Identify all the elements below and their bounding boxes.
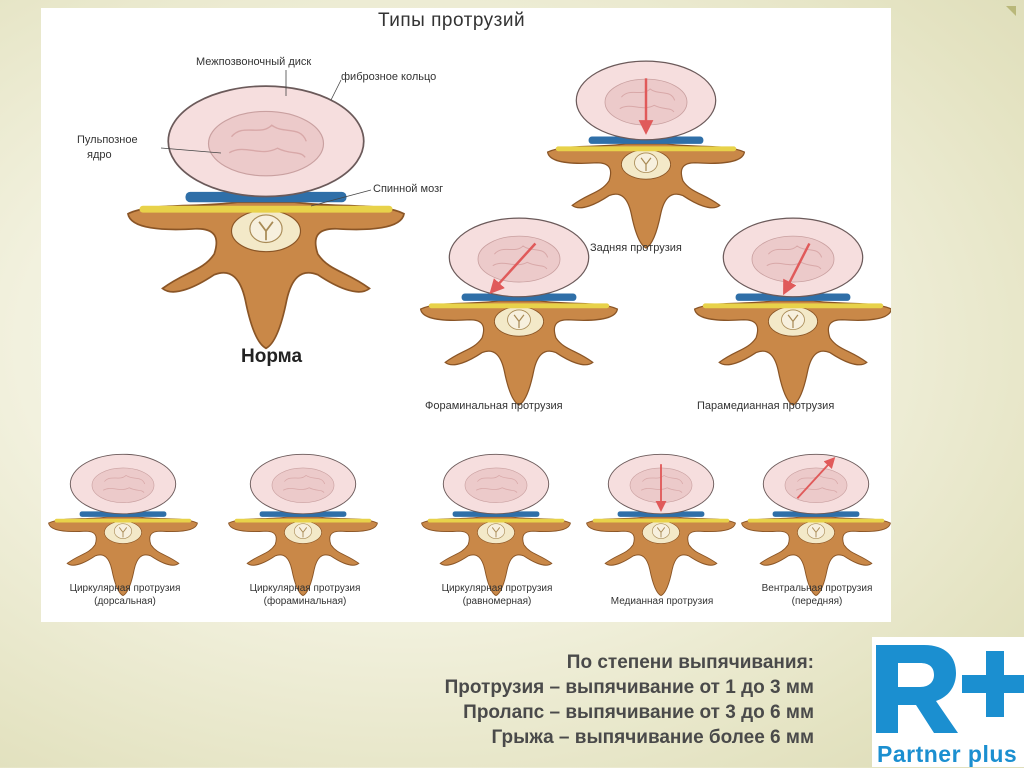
logo-text: Partner plus — [877, 741, 1018, 767]
label-posterior: Задняя протрузия — [590, 242, 682, 254]
caption-median: Медианная протрузия — [610, 596, 714, 607]
partner-plus-logo-icon: R+ — [872, 637, 1024, 767]
degree-line-prolapse: Пролапс – выпячивание от 3 до 6 мм — [463, 702, 814, 723]
caption-circular-foraminal: Циркулярная протрузия(фораминальная) — [249, 583, 361, 607]
label-normal: Норма — [241, 346, 303, 367]
degree-text-block: По степени выпячивания: Протрузия – выпя… — [380, 650, 814, 750]
posterior-protrusion-vertebra — [546, 60, 746, 249]
label-spinal-cord: Спинной мозг — [373, 183, 444, 195]
label-paramedian: Парамедианная протрузия — [697, 400, 835, 412]
vertebra-illustrations — [48, 60, 891, 597]
normal-vertebra — [127, 85, 405, 350]
label-disc: Межпозвоночный диск — [196, 56, 312, 68]
label-foraminal: Фораминальная протрузия — [425, 400, 563, 412]
caption-circular-uniform: Циркулярная протрузия(равномерная) — [441, 583, 553, 607]
label-leaders — [160, 70, 372, 207]
circular-uniform-vertebra — [421, 453, 571, 597]
label-nucleus-2: ядро — [87, 149, 112, 161]
caption-circular-dorsal: Циркулярная протрузия(дорсальная) — [69, 583, 181, 607]
label-nucleus-1: Пульпозное — [77, 134, 138, 146]
figure-title: Типы протрузий — [378, 10, 526, 31]
paramedian-protrusion-vertebra — [693, 217, 891, 406]
degree-heading: По степени выпячивания: — [566, 652, 814, 673]
degree-line-protrusion: Протрузия – выпячивание от 1 до 3 мм — [444, 677, 814, 698]
protrusion-types-figure: Типы протрузий Межпозвоночный диск фибро… — [41, 8, 891, 622]
median-vertebra — [586, 453, 736, 597]
label-annulus: фиброзное кольцо — [341, 71, 437, 83]
circular-foraminal-vertebra — [228, 453, 378, 597]
circular-dorsal-vertebra — [48, 453, 198, 597]
foraminal-protrusion-vertebra — [419, 217, 619, 406]
caption-ventral: Вентральная протрузия(передняя) — [761, 583, 873, 607]
corner-decoration-icon — [1006, 6, 1016, 16]
ventral-vertebra — [741, 453, 891, 597]
degree-line-hernia: Грыжа – выпячивание более 6 мм — [491, 727, 814, 748]
